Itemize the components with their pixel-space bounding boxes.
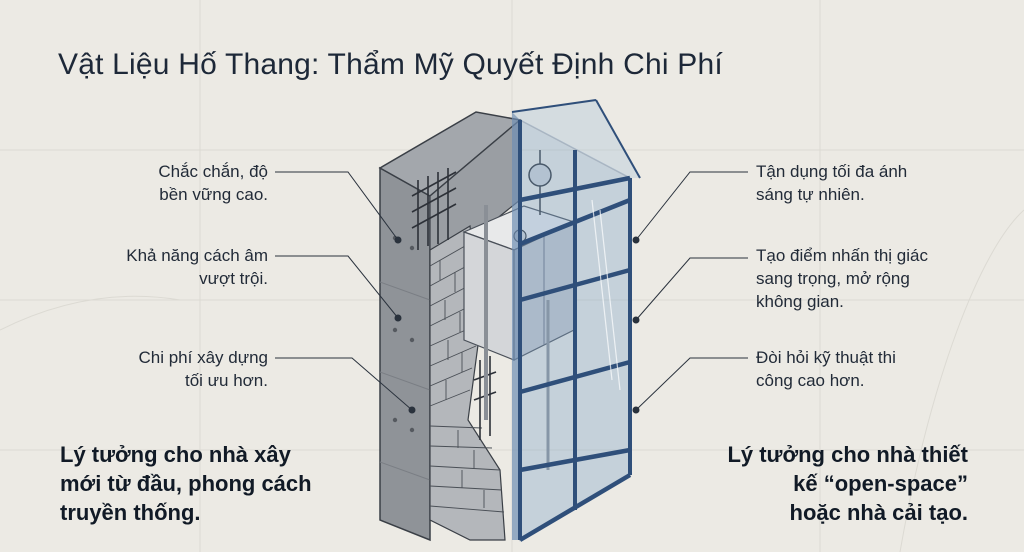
note-line: Đòi hỏi kỹ thuật thi xyxy=(756,348,896,367)
summary-line: kế “open-space” xyxy=(793,471,968,496)
note-line: vượt trội. xyxy=(199,269,268,288)
left-summary: Lý tưởng cho nhà xây mới từ đầu, phong c… xyxy=(60,440,380,527)
glass-shaft xyxy=(511,99,641,542)
note-line: Tạo điểm nhấn thị giác xyxy=(756,246,928,265)
note-cost: Chi phí xây dựng tối ưu hơn. xyxy=(98,346,268,392)
note-line: sáng tự nhiên. xyxy=(756,185,865,204)
note-durability: Chắc chắn, độ bền vững cao. xyxy=(98,160,268,206)
summary-line: Lý tưởng cho nhà thiết xyxy=(727,442,968,467)
note-line: bền vững cao. xyxy=(159,185,268,204)
note-line: sang trọng, mở rộng xyxy=(756,269,910,288)
note-line: tối ưu hơn. xyxy=(184,371,268,390)
right-summary: Lý tưởng cho nhà thiết kế “open-space” h… xyxy=(660,440,968,527)
summary-line: mới từ đầu, phong cách xyxy=(60,471,312,496)
note-visual-accent: Tạo điểm nhấn thị giác sang trọng, mở rộ… xyxy=(756,244,986,313)
page-title: Vật Liệu Hố Thang: Thẩm Mỹ Quyết Định Ch… xyxy=(58,48,723,81)
summary-line: Lý tưởng cho nhà xây xyxy=(60,442,291,467)
note-line: Tận dụng tối đa ánh xyxy=(756,162,908,181)
summary-line: hoặc nhà cải tạo. xyxy=(789,500,969,525)
left-leader-lines xyxy=(275,171,416,414)
right-leader-lines xyxy=(632,171,748,414)
note-line: Chi phí xây dựng xyxy=(138,348,268,367)
note-line: công cao hơn. xyxy=(756,371,865,390)
note-line: Khả năng cách âm xyxy=(126,246,268,265)
note-line: không gian. xyxy=(756,292,844,311)
note-line: Chắc chắn, độ xyxy=(158,162,268,181)
note-technique: Đòi hỏi kỹ thuật thi công cao hơn. xyxy=(756,346,986,392)
summary-line: truyền thống. xyxy=(60,500,201,525)
note-soundproofing: Khả năng cách âm vượt trội. xyxy=(98,244,268,290)
note-natural-light: Tận dụng tối đa ánh sáng tự nhiên. xyxy=(756,160,986,206)
